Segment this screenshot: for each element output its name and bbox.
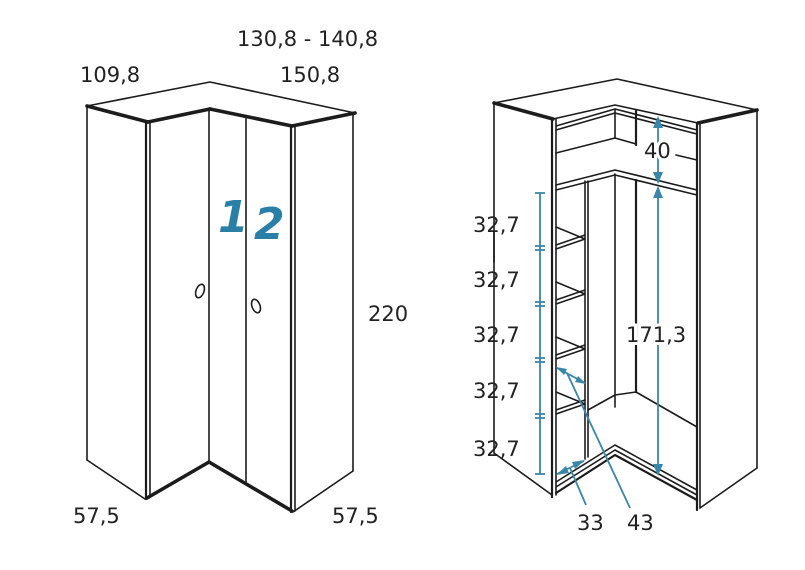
dim-height: 220 xyxy=(368,302,408,326)
dim-right-depth: 57,5 xyxy=(332,504,379,528)
dim-shelf-spacing-3: 32,7 xyxy=(473,323,520,347)
shelves xyxy=(555,226,586,415)
interior-view: 40 171,3 32,7 32,7 32,7 32,7 32,7 33 43 xyxy=(473,78,759,535)
dim-left-depth: 57,5 xyxy=(73,504,120,528)
door-1-handle xyxy=(194,283,206,299)
door-label-1: 1 xyxy=(218,192,249,243)
dim-diagonal: 43 xyxy=(627,511,654,535)
dim-right-width: 150,8 xyxy=(280,63,340,87)
dim-left-width: 109,8 xyxy=(80,63,140,87)
dim-shelf-spacing-5: 32,7 xyxy=(473,437,520,461)
door-label-2: 2 xyxy=(254,199,285,250)
dim-top-range: 130,8 - 140,8 xyxy=(237,27,378,51)
dim-shelf-depth: 33 xyxy=(577,511,604,535)
dim-shelf-spacing-1: 32,7 xyxy=(473,213,520,237)
dim-hanging-height: 171,3 xyxy=(626,323,686,347)
dim-shelf-spacing-4: 32,7 xyxy=(473,379,520,403)
door-2-handle xyxy=(250,298,262,314)
exterior-top-face xyxy=(86,81,356,127)
dim-shelf-spacing-2: 32,7 xyxy=(473,268,520,292)
exterior-view: 1 2 130,8 - 140,8 109,8 150,8 220 57,5 5… xyxy=(73,27,408,528)
dim-top-shelf: 40 xyxy=(644,139,671,163)
